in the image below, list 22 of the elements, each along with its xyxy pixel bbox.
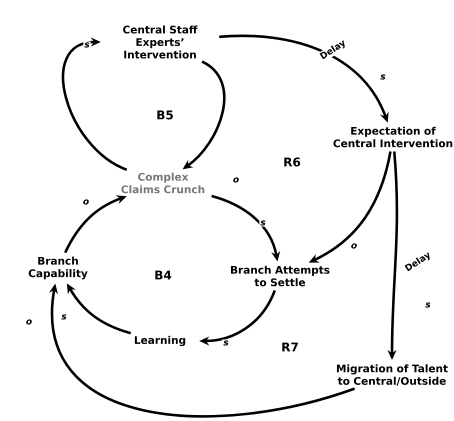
polarity-label: o: [350, 242, 358, 250]
polarity-label: s: [222, 339, 230, 347]
polarity-label: s: [83, 41, 91, 49]
polarity-label: o: [24, 318, 34, 326]
loop-label: B5: [157, 110, 173, 120]
polarity-label: o: [82, 198, 90, 206]
variable-label: Branch Capability: [28, 256, 88, 280]
loop-label: B4: [155, 270, 172, 280]
loop-label: R6: [284, 157, 300, 167]
polarity-label: s: [259, 219, 267, 227]
variable-label: Complex Claims Crunch: [121, 172, 204, 194]
variable-label: Central Staff Experts’ Intervention: [123, 25, 198, 59]
polarity-label: s: [379, 73, 387, 81]
polarity-label: s: [60, 313, 68, 321]
variable-label: Expectation of Central Intervention: [333, 126, 452, 148]
polarity-label: s: [424, 301, 432, 309]
variable-label: Learning: [134, 336, 186, 346]
variable-label: Migration of Talent to Central/Outside: [336, 364, 448, 386]
loop-label: R7: [282, 342, 298, 352]
causal-arrow: [62, 37, 128, 171]
variable-label: Branch Attempts to Settle: [230, 266, 330, 286]
polarity-label: o: [232, 176, 240, 184]
